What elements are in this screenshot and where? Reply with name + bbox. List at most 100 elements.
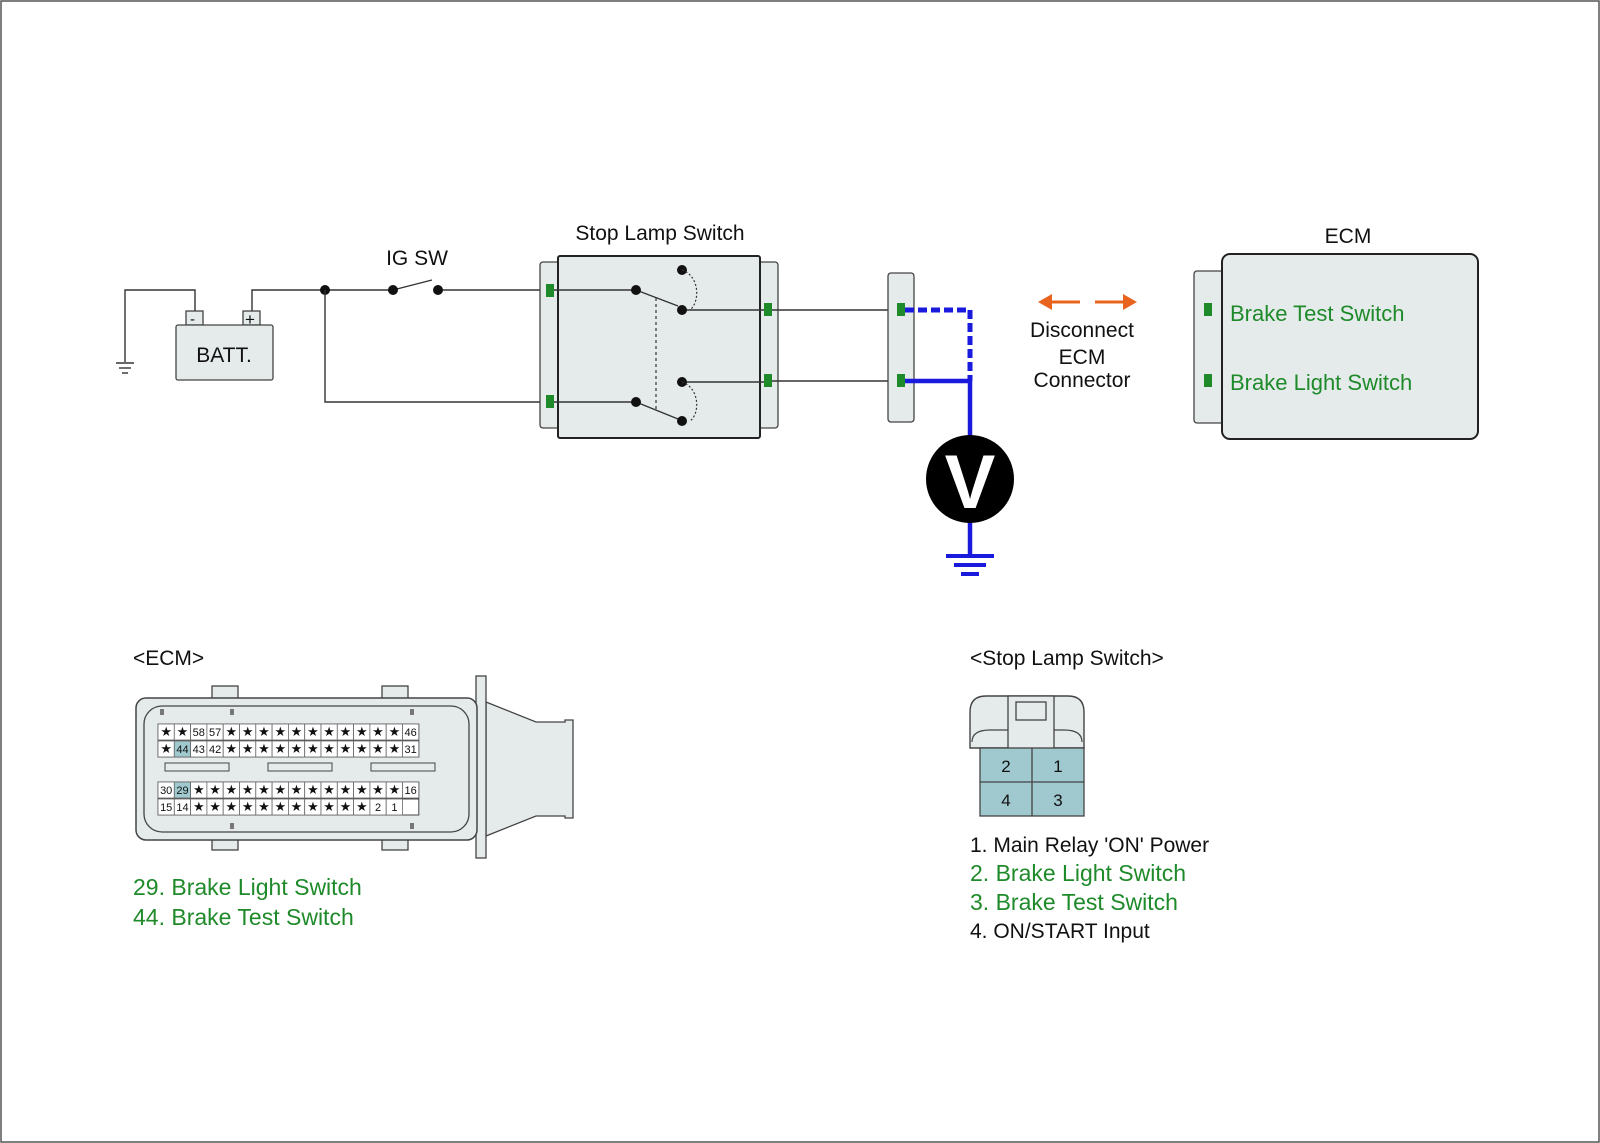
ecm-pin-cell bbox=[402, 723, 420, 741]
ecm-pin-unused: ★ bbox=[340, 724, 352, 739]
battery-plus-label: + bbox=[245, 310, 255, 329]
slc-pin-3: 3 bbox=[1053, 791, 1062, 810]
ecm-pin-2: 2 bbox=[375, 802, 381, 814]
ecm-pin-unused: ★ bbox=[193, 782, 205, 797]
ecm-pin-brake-light-label: Brake Light Switch bbox=[1230, 370, 1412, 395]
ecm-pin-brake-test-label: Brake Test Switch bbox=[1230, 301, 1404, 326]
ecm-pin-cell bbox=[402, 781, 420, 799]
slc-pin-2: 2 bbox=[1001, 757, 1010, 776]
ecm-pin-unused: ★ bbox=[160, 741, 172, 756]
ecm-pin-unused: ★ bbox=[242, 799, 254, 814]
ecm-pin-unused: ★ bbox=[291, 782, 303, 797]
ecm-pin-unused: ★ bbox=[372, 741, 384, 756]
ecm-pin-1: 1 bbox=[391, 802, 397, 814]
disconnect-text-line1: Disconnect bbox=[1030, 319, 1134, 342]
stop-lamp-connector-title: <Stop Lamp Switch> bbox=[970, 647, 1164, 670]
ecm-pin-unused: ★ bbox=[372, 782, 384, 797]
ecm-pin-15: 15 bbox=[160, 802, 172, 814]
ecm-pin-14: 14 bbox=[176, 802, 188, 814]
stop-lamp-connector: 2 1 4 3 bbox=[969, 695, 1085, 817]
ecm-pin-unused: ★ bbox=[291, 799, 303, 814]
ecm-pin-unused: ★ bbox=[242, 782, 254, 797]
ecm-pin-unused: ★ bbox=[274, 799, 286, 814]
ecm-pin-30: 30 bbox=[160, 785, 172, 797]
ecm-legend-29: 29. Brake Light Switch bbox=[133, 874, 362, 900]
stop-lamp-legend-item: 4. ON/START Input bbox=[970, 920, 1150, 943]
ecm-pin-unused: ★ bbox=[274, 724, 286, 739]
ecm-pin-unused: ★ bbox=[274, 782, 286, 797]
ecm-legend-44: 44. Brake Test Switch bbox=[133, 904, 354, 930]
ig-sw-label: IG SW bbox=[386, 247, 448, 270]
ecm-pin-unused: ★ bbox=[356, 724, 368, 739]
ecm-pin-29: 29 bbox=[176, 785, 188, 797]
ecm-pin-unused: ★ bbox=[258, 724, 270, 739]
voltmeter: V bbox=[926, 435, 1014, 525]
ecm-pin-unused: ★ bbox=[307, 741, 319, 756]
ecm-pin-unused: ★ bbox=[307, 782, 319, 797]
ecm-pin-unused: ★ bbox=[258, 799, 270, 814]
ecm-pin-unused: ★ bbox=[225, 782, 237, 797]
ecm-pin-unused: ★ bbox=[323, 799, 335, 814]
ecm-pin-unused: ★ bbox=[225, 799, 237, 814]
ecm-pin-44: 44 bbox=[176, 744, 188, 756]
voltmeter-probes bbox=[905, 307, 994, 576]
ecm-pin-43: 43 bbox=[193, 744, 205, 756]
ecm-pin-cell bbox=[385, 798, 403, 816]
harness-connector bbox=[887, 272, 915, 423]
slc-pin-1: 1 bbox=[1053, 757, 1062, 776]
stop-lamp-switch: Stop Lamp Switch bbox=[539, 222, 779, 439]
stop-lamp-legend-item: 2. Brake Light Switch bbox=[970, 860, 1186, 886]
voltmeter-label: V bbox=[945, 440, 996, 525]
ecm-title: ECM bbox=[1325, 225, 1372, 248]
ecm-pin-unused: ★ bbox=[340, 782, 352, 797]
ecm-pin-unused: ★ bbox=[242, 741, 254, 756]
ecm-pin-42: 42 bbox=[209, 744, 221, 756]
ecm-pin-unused: ★ bbox=[307, 799, 319, 814]
ecm-pin-unused: ★ bbox=[193, 799, 205, 814]
battery-label: BATT. bbox=[196, 344, 252, 367]
ecm-pin-unused: ★ bbox=[291, 741, 303, 756]
stop-lamp-legend-item: 3. Brake Test Switch bbox=[970, 889, 1178, 915]
ecm-pin-unused: ★ bbox=[307, 724, 319, 739]
ecm-pin-unused: ★ bbox=[356, 799, 368, 814]
ecm-pin-unused: ★ bbox=[225, 741, 237, 756]
ecm-pin-unused: ★ bbox=[160, 724, 172, 739]
ecm-pin-unused: ★ bbox=[389, 741, 401, 756]
battery-minus-label: - bbox=[190, 311, 195, 328]
ecm-pin-unused: ★ bbox=[258, 782, 270, 797]
ecm-pin-cell bbox=[402, 740, 420, 758]
ecm-pin-unused: ★ bbox=[323, 724, 335, 739]
ecm-pin-unused: ★ bbox=[323, 782, 335, 797]
ecm-pin-unused: ★ bbox=[274, 741, 286, 756]
ecm-pin-unused: ★ bbox=[209, 799, 221, 814]
slc-pin-4: 4 bbox=[1001, 791, 1010, 810]
ecm-pin-unused: ★ bbox=[209, 782, 221, 797]
disconnect-text-line2: ECM bbox=[1059, 346, 1106, 369]
ecm-connector-title: <ECM> bbox=[133, 647, 204, 670]
battery: - + BATT. bbox=[116, 289, 325, 381]
disconnect-arrows bbox=[1038, 294, 1137, 310]
ecm-pin-unused: ★ bbox=[340, 799, 352, 814]
ecm-pin-unused: ★ bbox=[356, 741, 368, 756]
disconnect-text-line3: Connector bbox=[1034, 369, 1131, 392]
ecm-pin-unused: ★ bbox=[372, 724, 384, 739]
ecm-pin-unused: ★ bbox=[291, 724, 303, 739]
ecm-pin-unused: ★ bbox=[389, 724, 401, 739]
ecm-pin-46: 46 bbox=[404, 727, 416, 739]
ecm-pin-16: 16 bbox=[404, 785, 416, 797]
ecm-pin-unused: ★ bbox=[323, 741, 335, 756]
stop-lamp-switch-title: Stop Lamp Switch bbox=[575, 222, 744, 245]
ecm-pin-unused: ★ bbox=[389, 782, 401, 797]
ecm-pin-unused: ★ bbox=[242, 724, 254, 739]
ecm-pin-unused: ★ bbox=[340, 741, 352, 756]
ecm-pin-unused: ★ bbox=[225, 724, 237, 739]
ignition-switch: IG SW bbox=[320, 247, 552, 403]
ecm-pin-unused: ★ bbox=[258, 741, 270, 756]
ecm-pin-58: 58 bbox=[193, 727, 205, 739]
ecm-pin-unused: ★ bbox=[177, 724, 189, 739]
